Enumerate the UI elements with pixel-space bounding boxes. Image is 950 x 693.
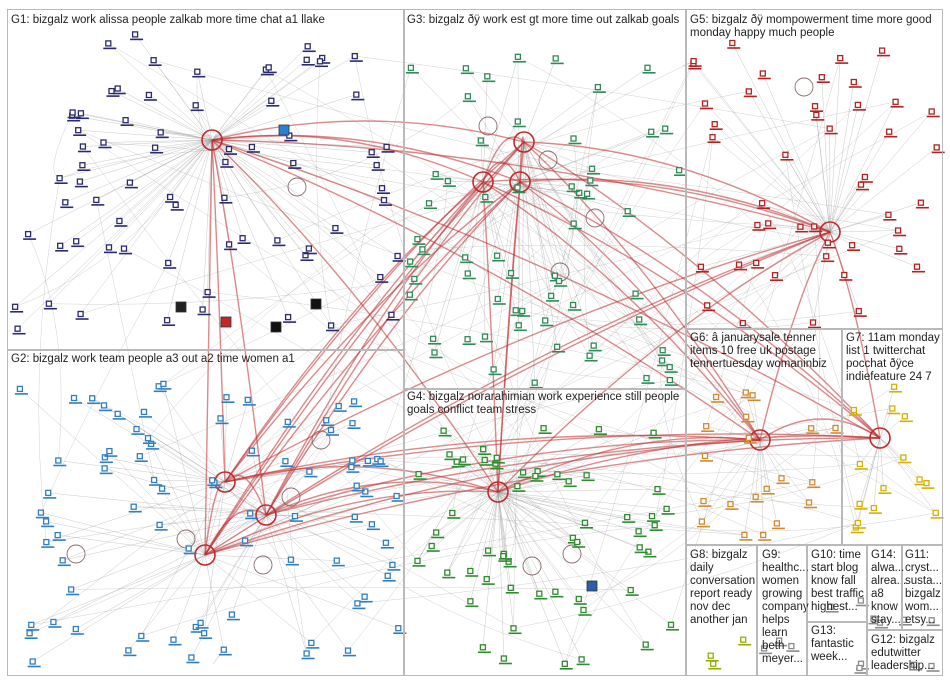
group-frame-g1 <box>7 9 405 351</box>
group-frame-g9 <box>756 544 808 676</box>
group-frame-g6 <box>685 328 843 546</box>
group-frame-g10 <box>806 544 868 623</box>
group-frame-g3 <box>403 9 687 390</box>
group-frame-g14 <box>866 544 903 631</box>
group-frame-g7 <box>841 328 943 546</box>
group-frame-g12 <box>866 629 943 676</box>
group-frame-g2 <box>7 349 405 676</box>
group-frame-g5 <box>685 9 943 330</box>
group-frame-g4 <box>403 388 687 676</box>
group-frame-g13 <box>806 621 868 676</box>
group-frame-g8 <box>685 544 758 676</box>
group-frame-g11 <box>901 544 943 631</box>
